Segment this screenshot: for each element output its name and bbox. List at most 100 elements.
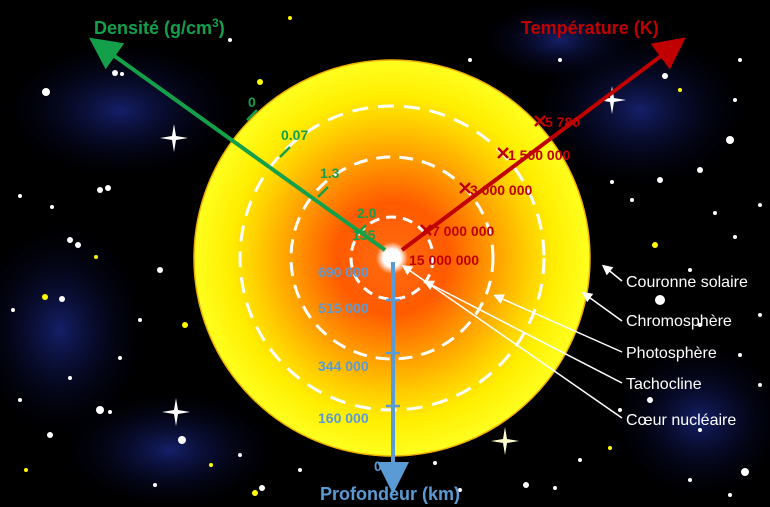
density-tick-mark [355, 224, 367, 236]
star [738, 58, 742, 62]
star [647, 397, 653, 403]
photosphere-label: Photosphère [626, 345, 717, 362]
star [468, 58, 472, 62]
star [578, 458, 582, 462]
density-tick-label: 1.3 [320, 165, 340, 181]
star [458, 488, 462, 492]
tachocline-pointer [423, 280, 623, 384]
star [97, 187, 103, 193]
star [698, 428, 702, 432]
sparkle-star [162, 398, 190, 426]
density-axis [88, 37, 387, 252]
star-field [11, 16, 762, 497]
density-tick-label: 0 [248, 94, 256, 110]
star [758, 383, 762, 387]
star [662, 73, 668, 79]
temperature-tick-label: 15 000 000 [409, 252, 479, 268]
star [257, 79, 263, 85]
temperature-tick-mark [420, 224, 432, 236]
depth-axis-title: Profondeur (km) [320, 484, 460, 504]
depth-tick-label: 0 [374, 458, 382, 474]
star [728, 493, 732, 497]
depth-tick-label: 160 000 [318, 410, 369, 426]
star [758, 203, 762, 207]
temperature-tick-label: 1 500 000 [508, 147, 570, 163]
density-axis-title: Densité (g/cm3) [94, 16, 225, 38]
star [652, 242, 658, 248]
temperature-tick-label: 7 000 000 [432, 223, 494, 239]
star [655, 295, 665, 305]
chromosphere-label: Chromosphère [626, 313, 732, 330]
temperature-tick-label: 3 000 000 [470, 182, 532, 198]
depth-tick-label: 344 000 [318, 358, 369, 374]
star [153, 483, 157, 487]
star [288, 16, 292, 20]
tachocline-boundary [349, 215, 435, 301]
star [433, 461, 437, 465]
star [738, 353, 742, 357]
sparkle-star [491, 427, 519, 455]
depth-tick-label: 515 000 [318, 300, 369, 316]
star [713, 211, 717, 215]
star [157, 267, 163, 273]
star [733, 235, 737, 239]
axis-ticks [246, 109, 546, 408]
star [688, 478, 692, 482]
star [96, 406, 104, 414]
star [298, 468, 302, 472]
star [108, 410, 112, 414]
star [47, 432, 53, 438]
star [558, 58, 562, 62]
star [758, 313, 762, 317]
star [50, 205, 54, 209]
star [42, 294, 48, 300]
star [741, 468, 749, 476]
temperature-axis [400, 37, 686, 252]
star [733, 98, 737, 102]
star [698, 323, 702, 327]
star [94, 255, 98, 259]
density-tick-mark [279, 146, 291, 158]
star [182, 322, 188, 328]
star [42, 88, 50, 96]
core-pointer [401, 265, 623, 419]
star [259, 485, 265, 491]
photosphere-boundary [289, 155, 495, 361]
depth-tick-label: 690 000 [318, 264, 369, 280]
star [252, 490, 258, 496]
star [68, 376, 72, 380]
star [18, 398, 22, 402]
star [238, 453, 242, 457]
star [630, 198, 634, 202]
star [178, 436, 186, 444]
density-tick-label: 135 [352, 227, 376, 243]
star [657, 177, 663, 183]
temperature-tick-label: 5 780 [545, 114, 580, 130]
corona-label: Couronne solaire [626, 274, 748, 291]
chromosphere-pointer [581, 291, 623, 322]
star [24, 468, 28, 472]
star [209, 463, 213, 467]
sparkle-star [160, 124, 188, 152]
star [112, 70, 118, 76]
star [59, 296, 65, 302]
star [18, 194, 22, 198]
temperature-tick-mark [534, 115, 546, 127]
density-tick-mark [246, 109, 258, 121]
corona-pointer [601, 264, 623, 282]
photosphere-pointer [493, 294, 623, 353]
star [118, 356, 122, 360]
temperature-tick-mark [497, 147, 509, 159]
star [608, 446, 612, 450]
star [697, 167, 703, 173]
density-tick-label: 2.0 [357, 205, 377, 221]
temperature-axis-title: Température (K) [521, 18, 659, 38]
star [11, 308, 15, 312]
star [120, 72, 124, 76]
star [688, 268, 692, 272]
star [67, 237, 73, 243]
star [610, 180, 614, 184]
tachocline-label: Tachocline [626, 376, 702, 393]
